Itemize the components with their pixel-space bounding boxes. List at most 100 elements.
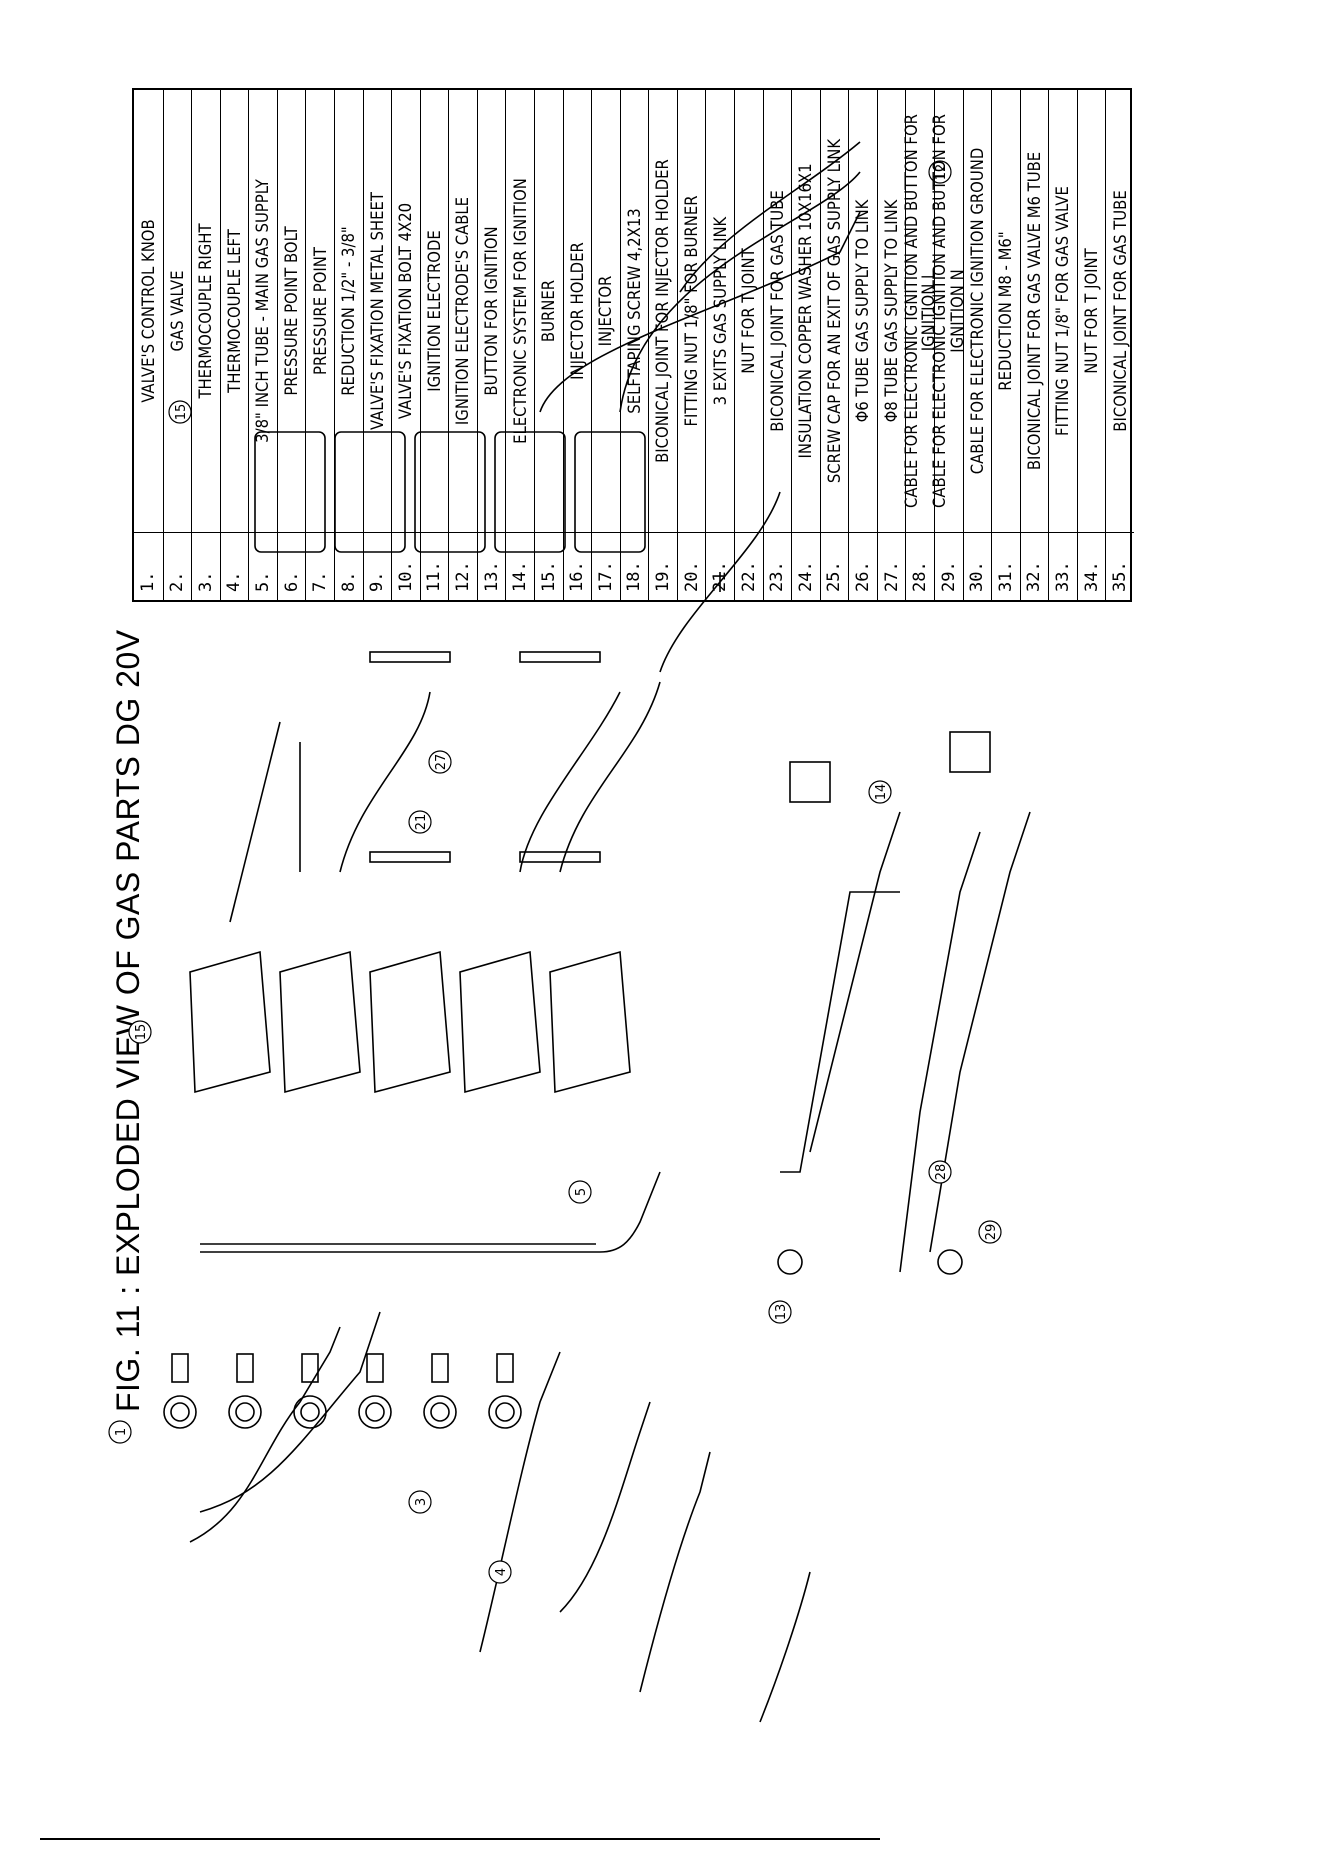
parts-row: 35. BICONICAL JOINT FOR GAS TUBE bbox=[1105, 90, 1134, 600]
svg-text:21: 21 bbox=[414, 814, 429, 831]
parts-row: 18. SELFTAPING SCREW 4,2X13 bbox=[619, 90, 649, 600]
part-description: CABLE FOR ELECTRONIC IGNITION GROUND bbox=[967, 147, 987, 475]
parts-row: 33. FITTING NUT 1/8" FOR GAS VALVE bbox=[1048, 90, 1077, 600]
parts-row: 6. PRESSURE POINT BOLT bbox=[276, 90, 306, 600]
part-number: 20. bbox=[677, 532, 706, 600]
part-number: 30. bbox=[963, 532, 992, 600]
part-number: 33. bbox=[1049, 532, 1077, 600]
bottom-rule bbox=[40, 1838, 880, 1840]
gas-valves bbox=[163, 1353, 522, 1429]
parts-row: 15.BURNER bbox=[534, 90, 563, 600]
callout-13: 13 bbox=[768, 1300, 792, 1324]
part-description: BICONICAL JOINT FOR GAS TUBE bbox=[1110, 190, 1130, 432]
parts-row: 17.INJECTOR bbox=[591, 90, 620, 600]
part-number: 21. bbox=[706, 532, 734, 600]
part-description: REDUCTION 1/2" - 3/8" bbox=[339, 226, 359, 396]
part-number: 3. bbox=[192, 532, 220, 600]
part-number: 12. bbox=[449, 532, 477, 600]
parts-row: 13.BUTTON FOR IGNITION bbox=[476, 90, 506, 600]
thermocouples bbox=[189, 1311, 811, 1723]
main-gas-tube bbox=[200, 1171, 661, 1253]
part-description: INJECTOR HOLDER bbox=[567, 242, 587, 380]
callout-12: 12 bbox=[928, 160, 952, 184]
part-number: 35. bbox=[1106, 532, 1134, 600]
part-number: 27. bbox=[877, 532, 906, 600]
parts-row: 9. VALVE'S FIXATION METAL SHEET bbox=[362, 90, 392, 600]
parts-row: 5.3/8" INCH TUBE - MAIN GAS SUPPLY bbox=[248, 90, 277, 600]
part-description: BICONICAL JOINT FOR INJECTOR HOLDER bbox=[653, 159, 673, 463]
svg-text:13: 13 bbox=[774, 1304, 789, 1321]
parts-row: 11.IGNITION ELECTRODE bbox=[419, 90, 449, 600]
parts-row: 31. REDUCTION M8 - M6" bbox=[991, 90, 1020, 600]
part-description: PRESSURE POINT BOLT bbox=[281, 226, 301, 396]
line-art bbox=[163, 141, 1031, 1723]
parts-row: 10.VALVE'S FIXATION BOLT 4X20 bbox=[391, 90, 420, 600]
callout-21: 21 bbox=[408, 810, 432, 834]
part-description: IGNITION ELECTRODE'S CABLE bbox=[453, 196, 473, 426]
svg-text:27: 27 bbox=[434, 754, 449, 771]
part-number: 1. bbox=[134, 532, 163, 600]
callout-5: 5 bbox=[568, 1180, 592, 1204]
parts-row: 14.ELECTRONIC SYSTEM FOR IGNITION bbox=[505, 90, 534, 600]
part-number: 29. bbox=[935, 532, 963, 600]
part-number: 23. bbox=[763, 532, 792, 600]
parts-row: 22.NUT FOR T JOINT bbox=[734, 90, 763, 600]
left-burners bbox=[189, 950, 631, 1094]
part-description: VALVE'S CONTROL KNOB bbox=[138, 219, 158, 403]
parts-row: 24.INSULATION COPPER WASHER 10X16X1 bbox=[791, 90, 820, 600]
parts-row: 1. VALVE'S CONTROL KNOB bbox=[134, 90, 163, 600]
svg-text:28: 28 bbox=[934, 1164, 949, 1181]
part-description: SELFTAPING SCREW 4,2X13 bbox=[624, 208, 644, 414]
parts-row: 34.NUT FOR T JOINT bbox=[1076, 90, 1106, 600]
part-description: INJECTOR bbox=[596, 275, 616, 347]
part-number: 26. bbox=[849, 532, 877, 600]
part-description: BURNER bbox=[539, 279, 559, 343]
parts-row: 30. CABLE FOR ELECTRONIC IGNITION GROUND bbox=[962, 90, 992, 600]
supply-tubes bbox=[229, 651, 661, 923]
callout-15b: 15 bbox=[168, 400, 192, 424]
part-description: NUT FOR T JOINT bbox=[739, 248, 759, 374]
part-number: 13. bbox=[477, 532, 506, 600]
svg-text:12: 12 bbox=[934, 164, 949, 181]
callout-3: 3 bbox=[408, 1490, 432, 1514]
part-description: REDUCTION M8 - M6" bbox=[996, 231, 1016, 391]
part-description: BICONICAL JOINT FOR GAS VALVE M6 TUBE bbox=[1024, 151, 1044, 471]
parts-row: 25.SCREW CAP FOR AN EXIT OF GAS SUPPLY L… bbox=[819, 90, 849, 600]
parts-row: 19.BICONICAL JOINT FOR INJECTOR HOLDER bbox=[648, 90, 677, 600]
part-number: 16. bbox=[563, 532, 592, 600]
part-number: 6. bbox=[277, 532, 306, 600]
part-number: 10. bbox=[392, 532, 420, 600]
part-description: CABLE FOR ELECTRONIC IGNITION AND BUTTON… bbox=[930, 114, 967, 508]
part-number: 32. bbox=[1020, 532, 1049, 600]
part-number: 7. bbox=[306, 532, 334, 600]
part-description: PRESSURE POINT bbox=[310, 247, 330, 375]
part-number: 31. bbox=[992, 532, 1020, 600]
callouts: 1 15 15 12 13 14 28 29 3 4 5 21 27 bbox=[108, 160, 1002, 1584]
parts-row: 32. BICONICAL JOINT FOR GAS VALVE M6 TUBE bbox=[1019, 90, 1049, 600]
part-description: THERMOCOUPLE LEFT bbox=[224, 229, 244, 393]
svg-text:15: 15 bbox=[174, 404, 189, 421]
part-number: 2. bbox=[163, 532, 192, 600]
part-number: 9. bbox=[363, 532, 392, 600]
part-number: 8. bbox=[335, 532, 363, 600]
parts-row: 29. CABLE FOR ELECTRONIC IGNITION AND BUT… bbox=[930, 90, 967, 600]
callout-1: 1 bbox=[108, 1420, 132, 1444]
part-description: IGNITION ELECTRODE bbox=[424, 230, 444, 392]
part-number: 25. bbox=[820, 532, 849, 600]
svg-text:3: 3 bbox=[414, 1498, 429, 1506]
callout-28: 28 bbox=[928, 1160, 952, 1184]
parts-row: 21.3 EXITS GAS SUPPLY LINK bbox=[705, 90, 734, 600]
part-description: VALVE'S FIXATION METAL SHEET bbox=[367, 192, 387, 430]
part-description: FITTING NUT 1/8" FOR GAS VALVE bbox=[1053, 186, 1073, 436]
ignition-cables bbox=[777, 731, 1031, 1275]
part-number: 18. bbox=[620, 532, 649, 600]
right-burners bbox=[254, 431, 646, 553]
part-description: INSULATION COPPER WASHER 10X16X1 bbox=[796, 163, 816, 459]
parts-row: 4.THERMOCOUPLE LEFT bbox=[219, 90, 249, 600]
electrode-cables bbox=[539, 141, 861, 673]
svg-text:15: 15 bbox=[134, 1024, 149, 1041]
parts-row: 16. INJECTOR HOLDER bbox=[562, 90, 592, 600]
